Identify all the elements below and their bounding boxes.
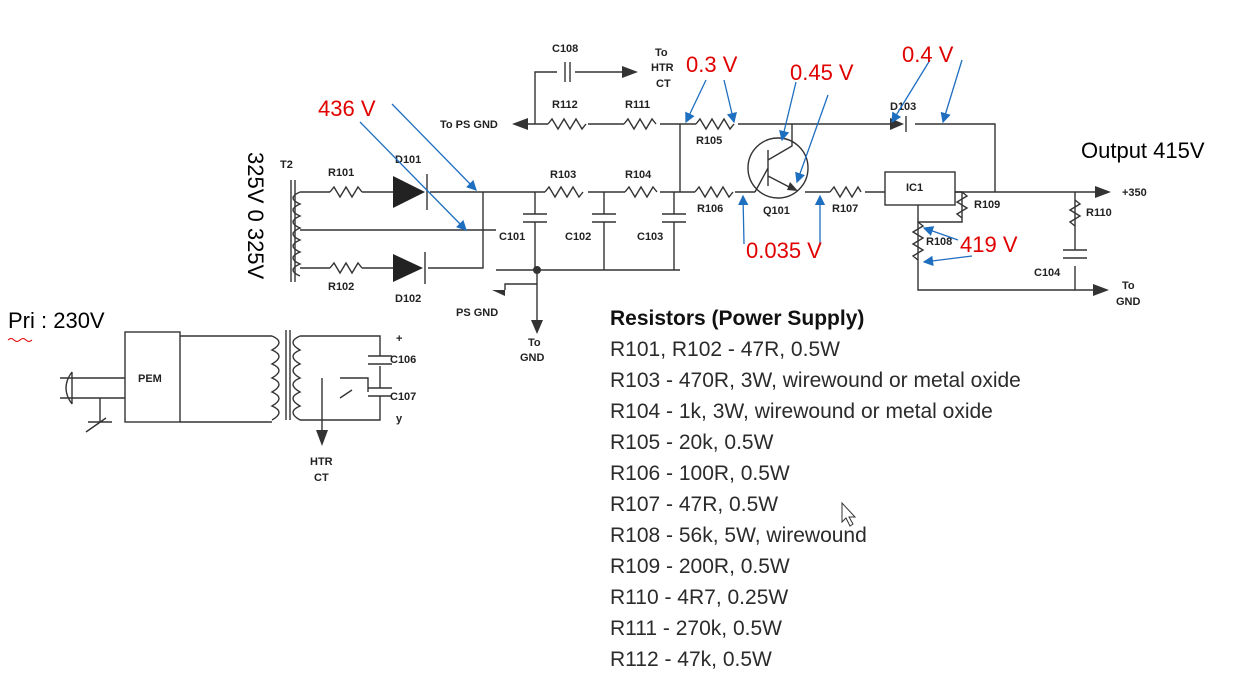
label-c108: C108 [552,43,578,55]
resistor-item: R105 - 20k, 0.5W [610,431,774,454]
r103-resistor [544,185,584,199]
label-r108: R108 [926,236,952,248]
annotation-436v: 436 V [318,96,376,121]
d101-diode [393,176,425,208]
r105-resistor [695,117,735,131]
r108-resistor [911,221,925,261]
resistor-item: R109 - 200R, 0.5W [610,555,790,578]
label-r110: R110 [1086,207,1112,219]
io-annotations: Output 415V Pri : 230V 325V 0 325V [7,138,1205,342]
label-r103: R103 [550,169,576,181]
label-ps-gnd: PS GND [456,307,498,319]
label-pem: PEM [138,373,162,385]
label-r107: R107 [832,203,858,215]
r110-resistor [1068,199,1082,227]
label-plus-mark: + [396,333,402,345]
r101-resistor [329,185,363,199]
mains-plug-icon [65,371,73,405]
label-r104: R104 [625,169,652,181]
label-d101: D101 [395,154,421,166]
label-d103: D103 [890,101,916,113]
label-to-gnd-mid-2: GND [520,352,545,364]
label-r105: R105 [696,135,722,147]
annotation-0-4v: 0.4 V [902,42,954,67]
resistor-item: R104 - 1k, 3W, wirewound or metal oxide [610,400,993,423]
resistor-item: R110 - 4R7, 0.25W [610,586,789,609]
label-to-gnd-mid-1: To [528,337,541,349]
c107-capacitor [368,387,392,397]
mouse-cursor-icon [841,501,857,527]
label-r101: R101 [328,167,354,179]
label-t2: T2 [280,159,293,171]
r112-resistor [547,117,587,131]
label-r102: R102 [328,281,354,293]
schematic-wires [60,66,1111,446]
resistor-item: R112 - 47k, 0.5W [610,648,772,671]
label-to-ps-gnd: To PS GND [440,119,498,131]
label-c106: C106 [390,354,416,366]
annotation-419v: 419 V [960,232,1018,257]
r109-resistor [955,191,969,219]
label-y-mark: y [396,413,403,425]
ic1-regulator [884,171,956,206]
annotation-arrows [359,59,973,267]
annotation-0-45v: 0.45 V [790,60,854,85]
label-htr-ct-bottom-1: HTR [310,456,333,468]
label-c107: C107 [390,391,416,403]
r107-resistor [829,185,862,199]
label-to-gnd-right-1: To [1122,280,1135,292]
label-d102: D102 [395,293,421,305]
annotation-0-035v: 0.035 V [746,238,822,263]
label-r106: R106 [697,203,723,215]
label-to-htr-ct-top-2: HTR [651,62,674,74]
resistor-item: R111 - 270k, 0.5W [610,617,782,640]
d103-diode [890,118,904,130]
annotation-output: Output 415V [1081,138,1205,163]
label-c101: C101 [499,231,525,243]
d102-diode [393,254,423,282]
q101-transistor [747,137,809,199]
r102-resistor [329,261,363,275]
label-c102: C102 [565,231,591,243]
c102-capacitor [592,213,616,223]
label-r111: R111 [625,99,650,111]
r111-resistor [623,117,657,131]
label-to-htr-ct-top-1: To [655,47,668,59]
resistor-item: R106 - 100R, 0.5W [610,462,790,485]
components [65,62,1087,423]
resistor-list: Resistors (Power Supply) R101, R102 - 47… [610,303,1080,675]
pem-block [124,331,181,423]
c101-capacitor [523,213,547,223]
annotation-primary: Pri : 230V [8,308,105,333]
label-c104: C104 [1034,267,1061,279]
resistor-item: R108 - 56k, 5W, wirewound [610,524,867,547]
annotation-secondary: 325V 0 325V [243,152,268,280]
label-r109: R109 [974,199,1000,211]
resistor-list-title: Resistors (Power Supply) [610,307,865,330]
label-to-htr-ct-top-3: CT [656,78,671,90]
voltage-annotations: 436 V 0.3 V 0.45 V 0.4 V 0.035 V 419 V [318,42,1018,263]
c103-capacitor [662,213,686,223]
resistor-item: R107 - 47R, 0.5W [610,493,779,516]
component-labels: C108 To HTR CT R112 R111 To PS GND R105 … [138,43,1147,484]
annotation-0-3v: 0.3 V [686,52,738,77]
resistor-item: R103 - 470R, 3W, wirewound or metal oxid… [610,369,1021,392]
label-to-gnd-right-2: GND [1116,296,1141,308]
t2-transformer [270,180,302,421]
label-ic1: IC1 [906,182,923,194]
label-htr-ct-bottom-2: CT [314,472,329,484]
resistor-item: R101, R102 - 47R, 0.5W [610,338,840,361]
label-q101: Q101 [763,205,790,217]
label-r112: R112 [552,99,578,111]
r106-resistor [694,185,734,199]
label-c103: C103 [637,231,663,243]
label-plus350: +350 [1122,187,1147,199]
r104-resistor [624,185,658,199]
c106-capacitor [368,355,392,365]
c104-capacitor [1063,249,1087,259]
